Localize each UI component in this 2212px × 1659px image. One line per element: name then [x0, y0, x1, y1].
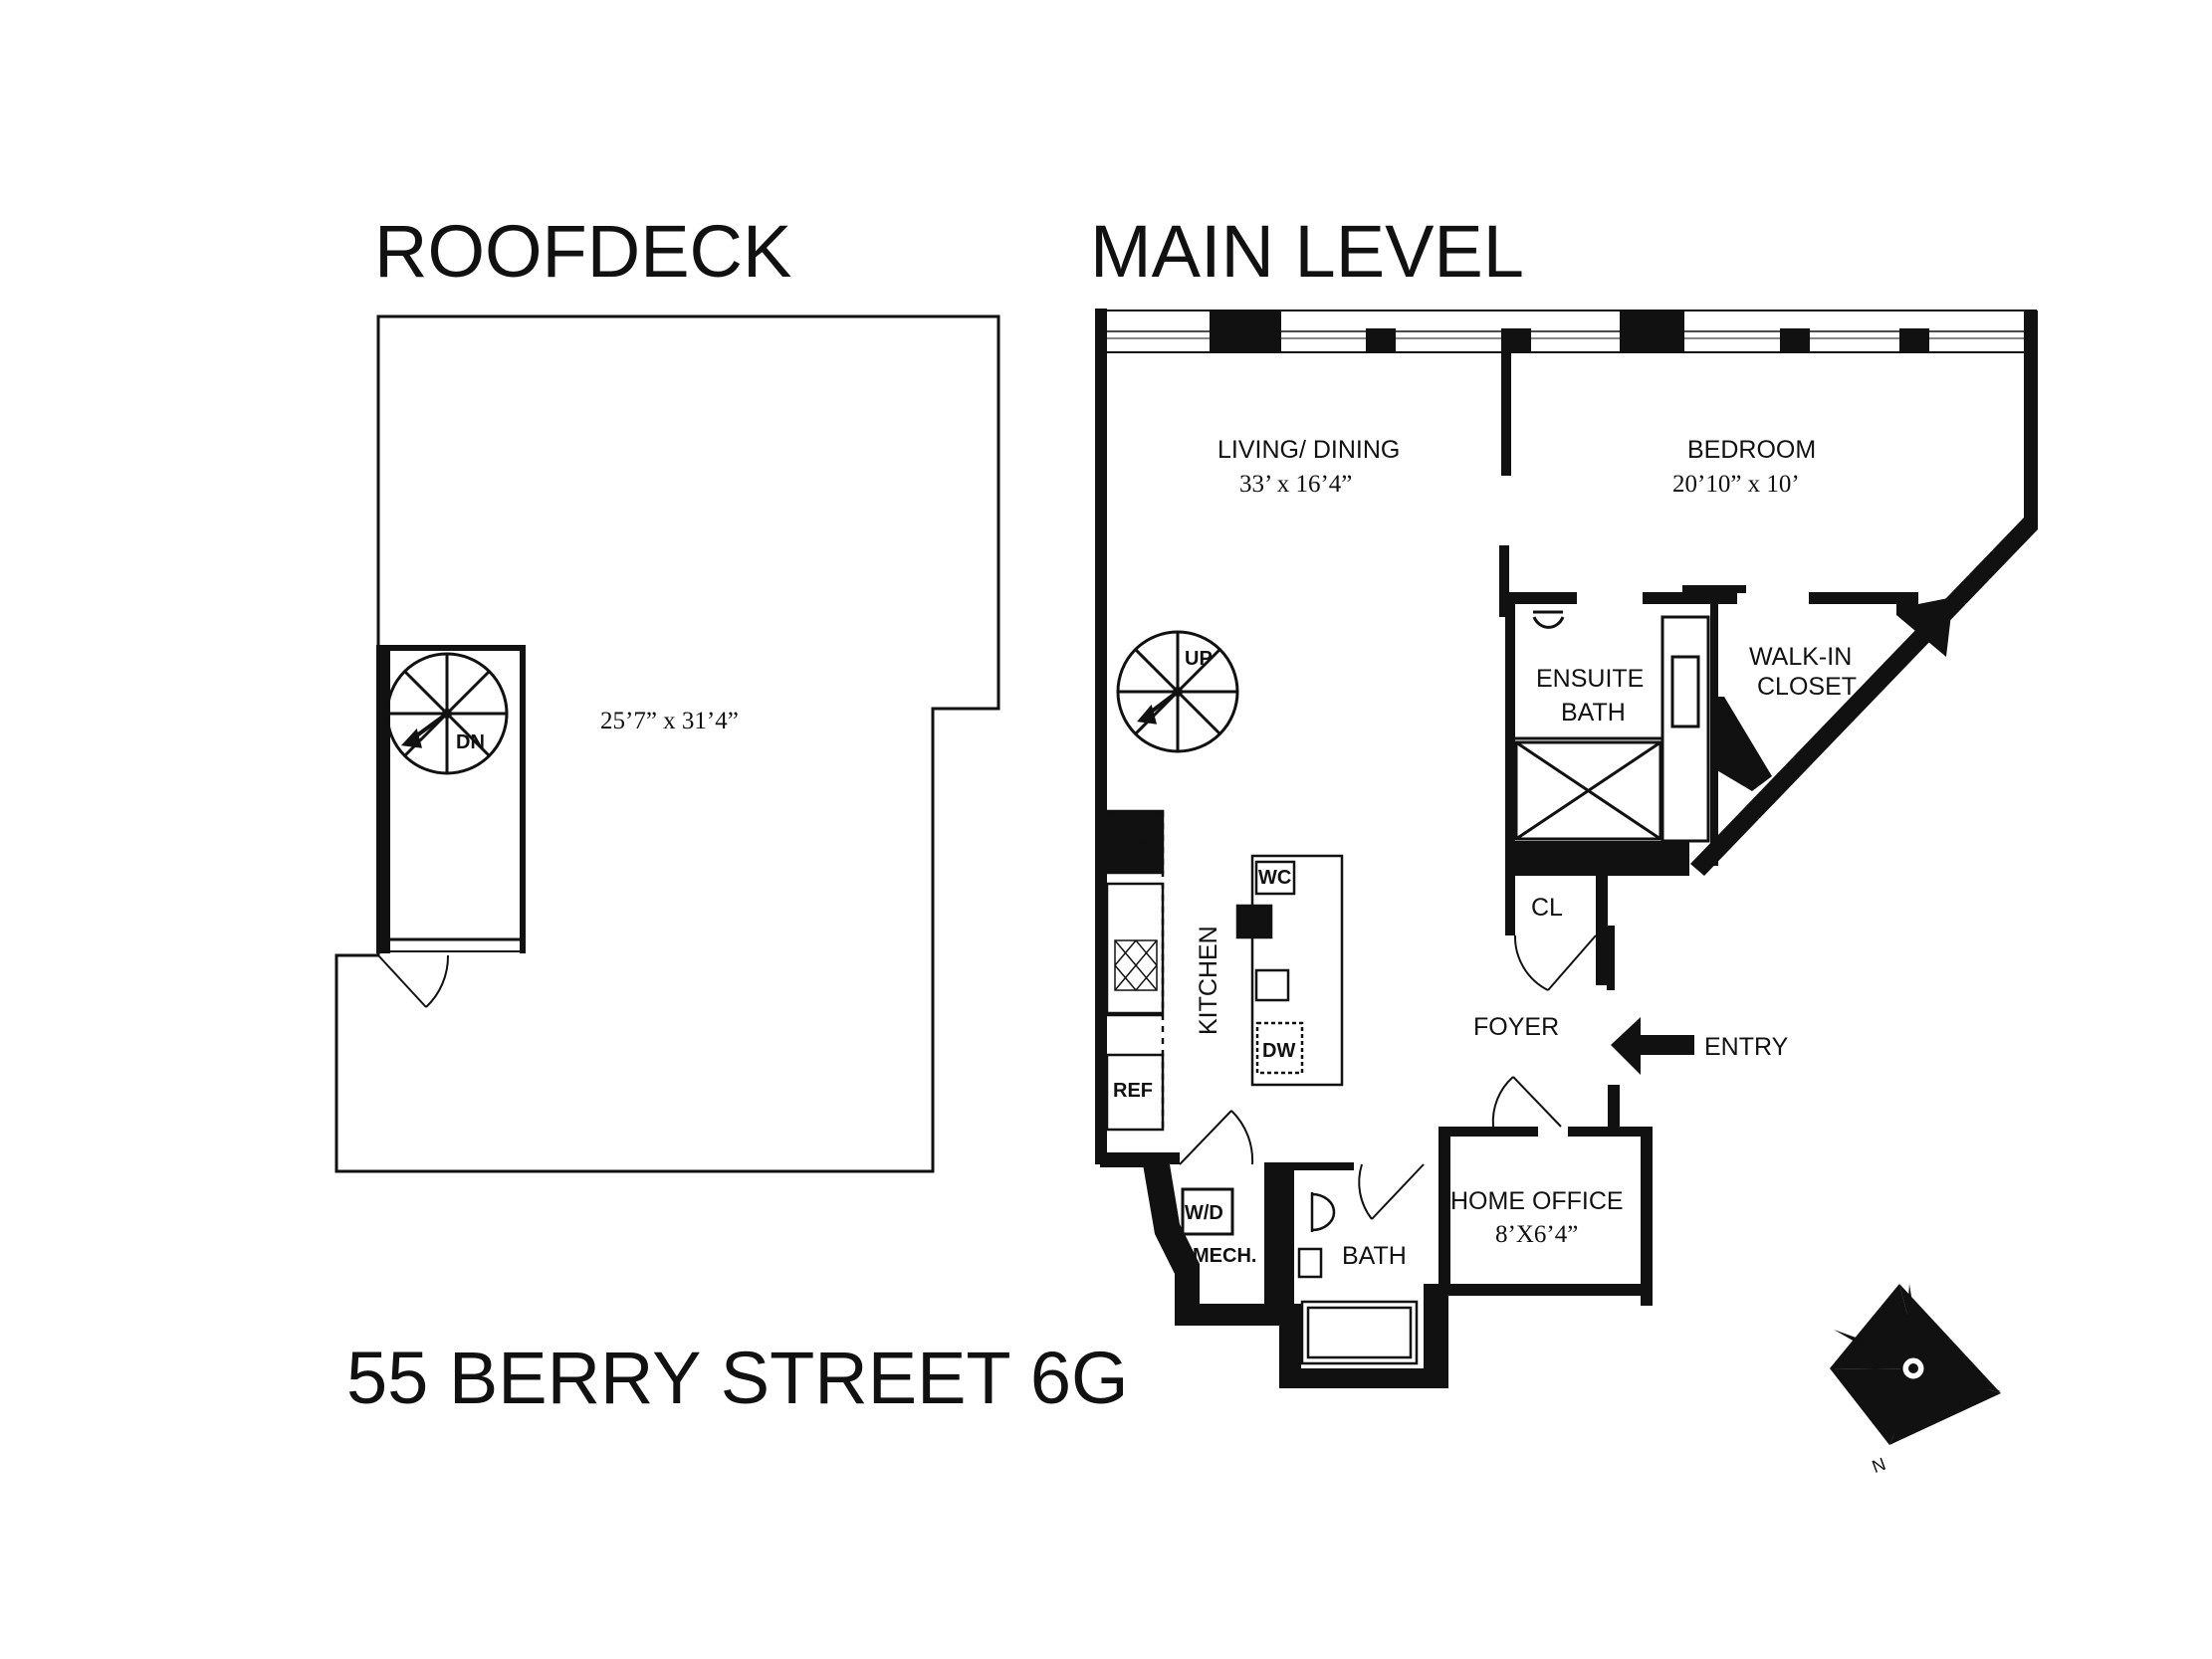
home-office-dimensions: 8’X6’4” [1495, 1221, 1578, 1248]
entry-arrow-icon [1611, 1017, 1694, 1075]
walk-in-closet-label-2: CLOSET [1757, 673, 1857, 701]
office-door[interactable] [1491, 1076, 1562, 1128]
walk-in-closet-label: WALK-IN [1749, 643, 1852, 671]
living-dining-dimensions: 33’ x 16’4” [1239, 471, 1352, 498]
kitchen-label: KITCHEN [1195, 926, 1222, 1035]
address-title: 55 BERRY STREET 6G [346, 1337, 1129, 1419]
compass-rose-icon [1830, 1284, 2001, 1445]
entry-label: ENTRY [1704, 1033, 1789, 1061]
bath-door[interactable] [1358, 1163, 1425, 1220]
roofdeck-stair-label: DN [456, 731, 485, 753]
compass-north-label: N [1870, 1454, 1888, 1477]
roofdeck-door[interactable] [377, 954, 450, 1008]
ensuite-bath [1513, 610, 1710, 843]
closet-and-foyer-walls [1438, 874, 1653, 1306]
stair-up-label: UP [1185, 648, 1213, 670]
window-strip [1104, 310, 2037, 353]
kitchen-island [1235, 854, 1344, 1087]
refrigerator-label: REF [1113, 1080, 1153, 1102]
ensuite-bath-label: ENSUITE [1536, 665, 1644, 693]
foyer-label: FOYER [1473, 1013, 1559, 1041]
roofdeck-dimensions: 25’7” x 31’4” [600, 708, 739, 734]
roofdeck-heading: ROOFDECK [374, 210, 791, 293]
home-office-label: HOME OFFICE [1450, 1187, 1624, 1215]
main-stair-center [1173, 687, 1183, 697]
dishwasher-label: DW [1262, 1040, 1295, 1062]
cooktop-icon [1114, 939, 1158, 991]
roofdeck-spiral-stair [385, 652, 509, 775]
roofdeck-outline [334, 314, 1000, 1173]
kitchen-cabinets [1105, 809, 1165, 1132]
washer-dryer-label: W/D [1185, 1202, 1223, 1224]
service-walls [1100, 1152, 1448, 1388]
main-spiral-stair [1116, 630, 1239, 753]
closet-door[interactable] [1513, 934, 1597, 991]
mech-label: MECH. [1193, 1245, 1256, 1267]
living-dining-label: LIVING/ DINING [1217, 436, 1400, 464]
pantry-label: PAN [1112, 834, 1153, 856]
bedroom-dimensions: 20’10” x 10’ [1672, 471, 1800, 498]
closet-label: CL [1531, 894, 1563, 922]
bath-label: BATH [1342, 1242, 1407, 1270]
laundry-door[interactable] [1179, 1110, 1254, 1165]
ensuite-bath-label-2: BATH [1561, 699, 1626, 726]
bedroom-lower-walls [1499, 545, 1953, 876]
roofdeck-stair-center [442, 709, 452, 719]
wine-cooler-label: WC [1258, 867, 1291, 889]
bath-fixtures [1297, 1192, 1419, 1365]
bedroom-label: BEDROOM [1687, 436, 1816, 464]
main-level-heading: MAIN LEVEL [1090, 210, 1524, 293]
washer-dryer [1181, 1187, 1234, 1236]
